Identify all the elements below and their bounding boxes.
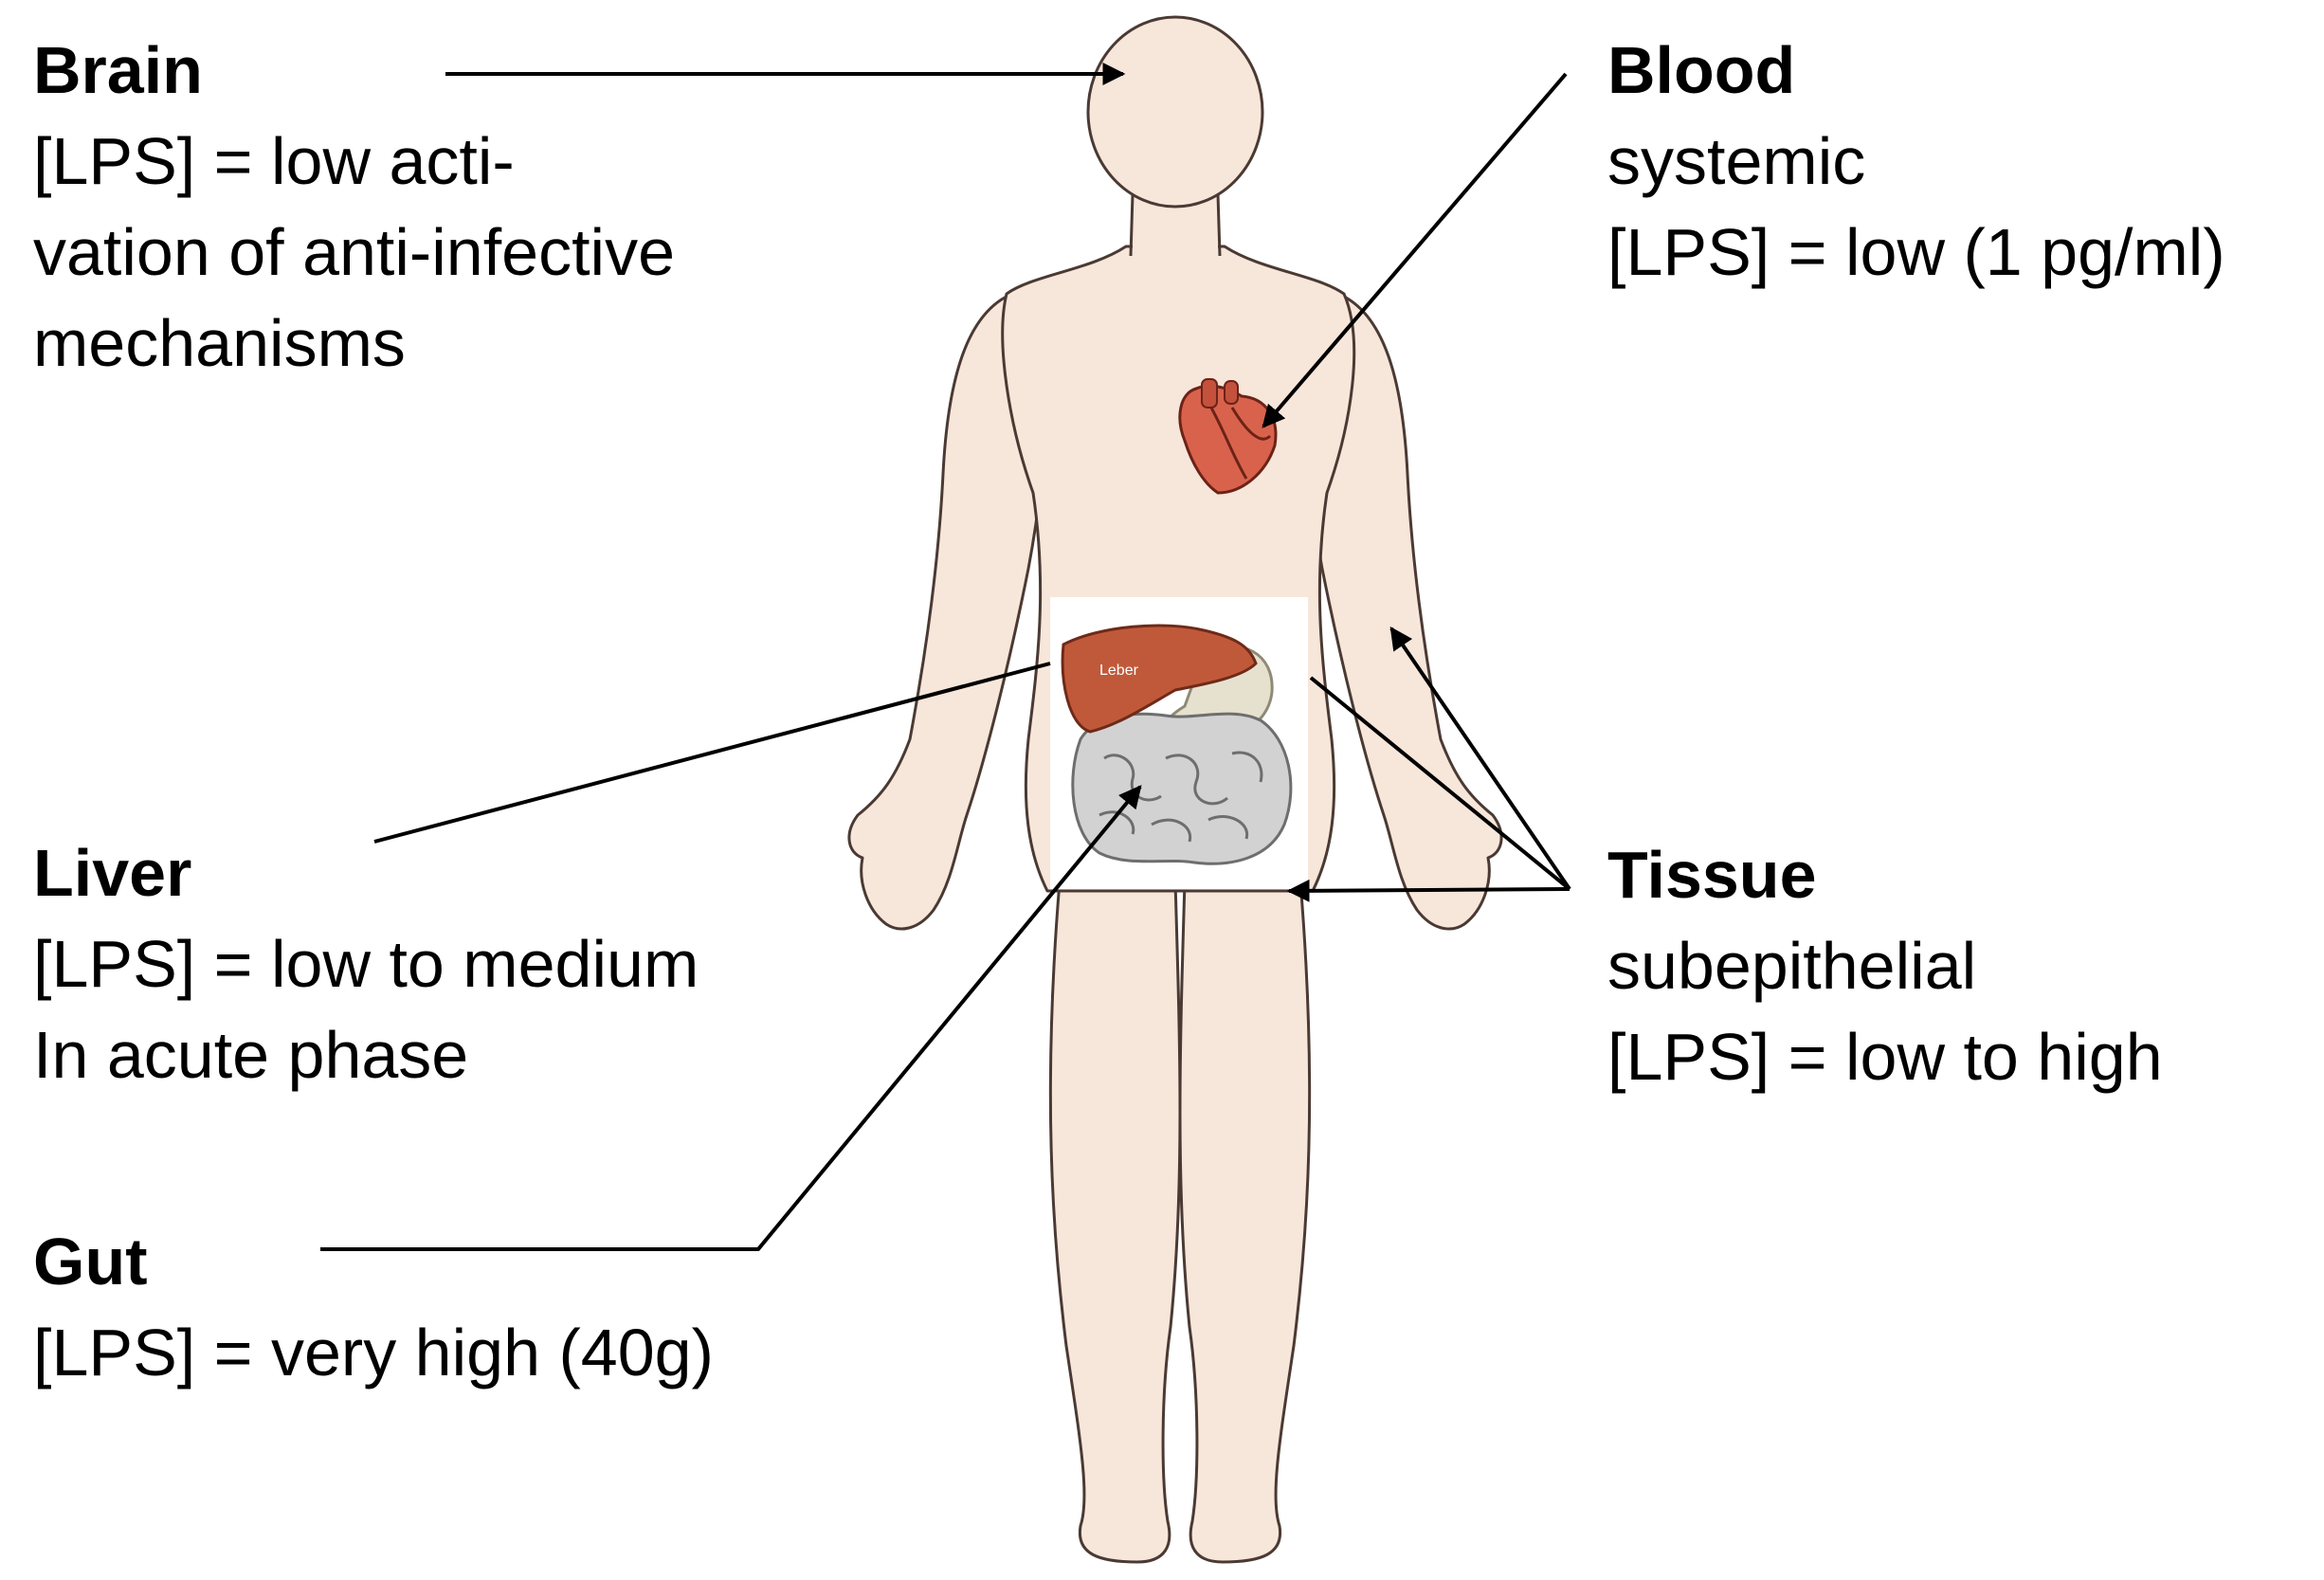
tissue-line-2: [LPS] = low to high bbox=[1607, 1020, 2163, 1094]
tissue-label: Tissue subepithelial [LPS] = low to high bbox=[1607, 829, 2163, 1102]
tissue-line-1: subepithelial bbox=[1607, 929, 1977, 1003]
blood-line-1: systemic bbox=[1607, 124, 1866, 198]
tissue-title: Tissue bbox=[1607, 838, 1817, 912]
blood-label: Blood systemic [LPS] = low (1 pg/ml) bbox=[1607, 25, 2225, 298]
brain-title: Brain bbox=[33, 33, 203, 107]
tissue-arrow-arm bbox=[1389, 627, 1571, 891]
brain-label: Brain [LPS] = low acti- vation of anti-i… bbox=[33, 25, 675, 389]
gut-arrow bbox=[320, 785, 1142, 1251]
gut-title: Gut bbox=[33, 1225, 148, 1299]
liver-line-1: [LPS] = low to medium bbox=[33, 927, 699, 1001]
blood-line-2: [LPS] = low (1 pg/ml) bbox=[1607, 215, 2225, 289]
blood-arrow bbox=[1262, 72, 1568, 428]
gut-label: Gut [LPS] = very high (40g) bbox=[33, 1216, 714, 1398]
brain-line-1: [LPS] = low acti- bbox=[33, 124, 515, 198]
heart-organ bbox=[1178, 378, 1278, 495]
liver-line-2: In acute phase bbox=[33, 1018, 469, 1092]
connector-arrows bbox=[320, 63, 1571, 1251]
intestines-organ bbox=[1071, 712, 1293, 865]
liver-organ bbox=[1061, 624, 1258, 734]
brain-line-3: mechanisms bbox=[33, 306, 406, 380]
liver-title: Liver bbox=[33, 836, 192, 910]
tissue-line-abdomen bbox=[1309, 676, 1571, 891]
brain-line-2: vation of anti-infective bbox=[33, 215, 676, 289]
liver-organ-label: Leber bbox=[1099, 663, 1139, 679]
tissue-arrow-thigh bbox=[1286, 879, 1571, 902]
liver-connector-line bbox=[373, 662, 1051, 844]
abdominal-organs: Leber bbox=[1050, 597, 1308, 889]
blood-title: Blood bbox=[1607, 33, 1796, 107]
liver-label: Liver [LPS] = low to medium In acute pha… bbox=[33, 827, 699, 1100]
gut-line-1: [LPS] = very high (40g) bbox=[33, 1316, 714, 1389]
